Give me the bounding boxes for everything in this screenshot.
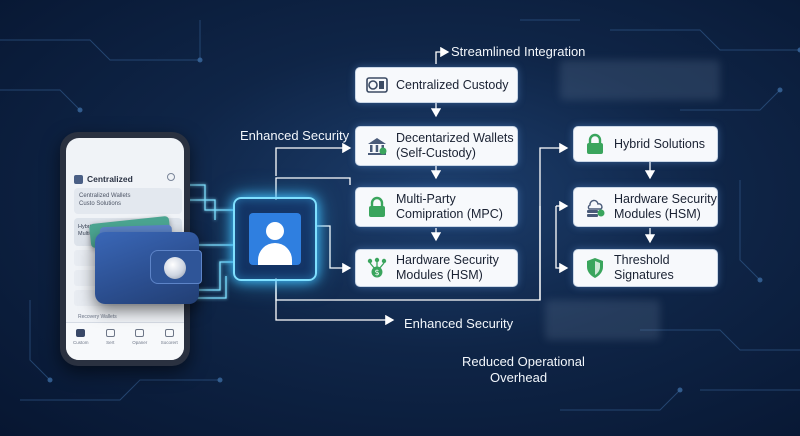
- blurred-text-bar: [545, 300, 660, 340]
- wallet-clasp: [164, 257, 186, 279]
- app-logo-icon: [74, 174, 83, 184]
- nav-item-label: Sert: [106, 340, 115, 345]
- svg-text:$: $: [374, 268, 379, 277]
- phone-hybrid-subtitle: Multi-S...: [78, 231, 100, 237]
- node-label: Hardware Security Modules (HSM): [614, 192, 717, 221]
- label-streamlined-integration: Streamlined Integration: [451, 44, 586, 59]
- nav-item-sert[interactable]: Sert: [100, 329, 120, 360]
- node-label: Hybrid Solutions: [614, 136, 706, 151]
- phone-card-centralized[interactable]: Centralized Wallets Custo Solutions: [74, 188, 182, 214]
- lock-icon: [366, 196, 388, 218]
- user-icon-head: [266, 222, 284, 240]
- label-reduced-overhead-line1: Reduced Operational: [462, 354, 585, 369]
- lock-icon: [584, 133, 606, 155]
- phone-header: Centralized: [74, 174, 133, 184]
- node-label: Centralized Custody: [396, 77, 509, 92]
- user-icon-body: [258, 243, 292, 265]
- label-reduced-overhead-line2: Overhead: [490, 370, 548, 385]
- phone-bottom-nav: Custom Sert Opaner Socorert: [66, 322, 184, 360]
- nav-item-label: Custom: [72, 340, 89, 345]
- node-decentralized-wallets[interactable]: Decentarized Wallets (Self-Custody): [355, 126, 518, 166]
- search-icon[interactable]: [167, 173, 175, 181]
- node-label: Multi-Party Comipration (MPC): [396, 192, 503, 221]
- phone-card-title: Centralized Wallets: [79, 193, 131, 199]
- card-icon: [105, 329, 115, 337]
- cloud-server-icon: [584, 196, 606, 218]
- storage-icon: [366, 74, 388, 96]
- nav-item-home[interactable]: Custom: [71, 329, 91, 360]
- bank-icon: [366, 135, 388, 157]
- node-label: Decentarized Wallets (Self-Custody): [396, 131, 514, 160]
- home-icon: [76, 329, 86, 337]
- phone-card-subtitle: Custo Solutions: [79, 201, 122, 207]
- node-hybrid-solutions[interactable]: Hybrid Solutions: [573, 126, 718, 162]
- nav-item-opaner[interactable]: Opaner: [130, 329, 150, 360]
- node-centralized-custody[interactable]: Centralized Custody: [355, 67, 518, 103]
- user-icon[interactable]: [249, 213, 301, 265]
- node-label: Hardware Security Modules (HSM): [396, 253, 499, 282]
- settings-icon: [164, 329, 174, 337]
- phone-recovery-text: Recovery Wallets: [78, 314, 117, 320]
- document-icon: [135, 329, 145, 337]
- label-enhanced-security-top: Enhanced Security: [240, 128, 350, 143]
- nav-item-label: Socorert: [160, 340, 178, 345]
- key-network-icon: $: [366, 257, 388, 279]
- node-hardware-security-modules-right[interactable]: Hardware Security Modules (HSM): [573, 187, 718, 227]
- node-label: Threshold Signatures: [614, 253, 674, 282]
- nav-item-label: Opaner: [132, 340, 148, 345]
- label-enhanced-security-bottom: Enhanced Security: [404, 316, 514, 331]
- node-hardware-security-modules-left[interactable]: $ Hardware Security Modules (HSM): [355, 249, 518, 287]
- blurred-text-bar: [560, 60, 720, 100]
- shield-icon: [584, 257, 606, 279]
- phone-header-title: Centralized: [87, 174, 133, 184]
- nav-item-settings[interactable]: Socorert: [159, 329, 179, 360]
- node-threshold-signatures[interactable]: Threshold Signatures: [573, 249, 718, 287]
- node-multi-party-computation[interactable]: Multi-Party Comipration (MPC): [355, 187, 518, 227]
